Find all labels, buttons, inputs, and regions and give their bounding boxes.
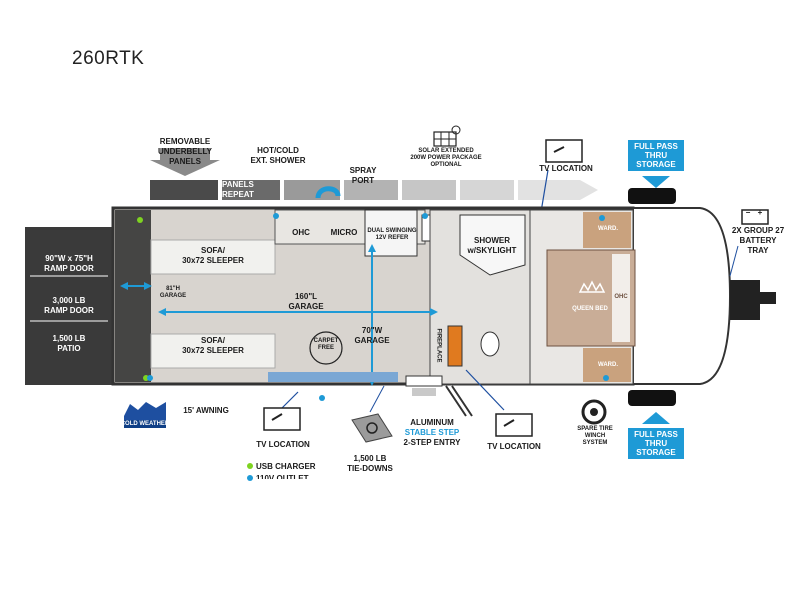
label-panels-repeat: PANELS REPEAT	[222, 180, 254, 199]
toilet	[480, 331, 500, 357]
fireplace-box	[447, 325, 463, 367]
label-garage-height: 81"H GARAGE	[159, 286, 187, 299]
wheel-bottom	[628, 390, 676, 406]
tie-down-icon	[351, 413, 393, 443]
label-full-pass-bottom: FULL PASS THRU STORAGE	[628, 428, 684, 459]
label-solar: SOLAR EXTENDED 200W POWER PACKAGE OPTION…	[410, 148, 482, 168]
label-full-pass-top: FULL PASS THRU STORAGE	[628, 140, 684, 171]
label-tie-downs: 1,500 LB TIE-DOWNS	[347, 454, 393, 473]
label-awning: 15' AWNING	[183, 406, 229, 415]
label-ramp-door-size: 90"W x 75"H RAMP DOOR	[44, 254, 94, 273]
tv-icon-right	[495, 413, 533, 437]
full-pass-arrow-down	[642, 176, 670, 188]
ramp-door	[25, 227, 113, 385]
battery-plus: +	[757, 208, 763, 217]
label-entry: 2-STEP ENTRY	[403, 438, 461, 447]
label-ohc-bed: OHC	[614, 294, 628, 300]
battery-minus: −	[745, 208, 751, 217]
carpet-free-badge	[309, 331, 343, 365]
model-title: 260RTK	[72, 48, 145, 69]
label-shower: SHOWER w/SKYLIGHT	[467, 236, 517, 255]
trailer-nose	[632, 207, 732, 385]
label-fireplace: FIREPLACE	[435, 328, 442, 363]
label-spare-tire: SPARE TIRE WINCH SYSTEM	[577, 426, 613, 446]
awning	[268, 372, 398, 382]
legend-outlet-dot	[247, 475, 253, 481]
legend-usb-dot	[247, 463, 253, 469]
label-ramp-door-weight: 3,000 LB RAMP DOOR	[44, 296, 94, 315]
hitch	[730, 280, 760, 320]
tv-icon-left	[263, 407, 301, 431]
label-hot-cold-shower: HOT/COLD EXT. SHOWER	[250, 146, 306, 165]
label-queen-bed: QUEEN BED	[572, 306, 608, 312]
label-ohc: OHC	[292, 228, 310, 237]
label-garage-width: 70"W GARAGE	[354, 326, 390, 345]
solar-panel-icon	[433, 125, 461, 147]
label-aluminum: ALUMINUM	[410, 418, 454, 427]
label-patio: 1,500 LB PATIO	[52, 334, 86, 353]
underbelly-panels	[150, 180, 598, 200]
label-carpet-free: CARPET FREE	[313, 338, 339, 351]
legend-outlet-label: 110V OUTLET	[256, 474, 309, 479]
label-removable-panels: REMOVABLE UNDERBELLY PANELS	[158, 137, 212, 166]
label-spray-port: SPRAY PORT	[349, 166, 377, 185]
label-sofa-bottom: SOFA/ 30x72 SLEEPER	[182, 336, 244, 355]
label-tv-location-left: TV LOCATION	[256, 440, 310, 449]
sofa-top	[150, 239, 276, 275]
label-tv-location-top: TV LOCATION	[539, 164, 593, 173]
cold-weather-badge	[124, 402, 166, 428]
label-stable-step: STABLE STEP	[404, 428, 460, 437]
full-pass-arrow-up	[642, 412, 670, 424]
label-tv-location-right: TV LOCATION	[487, 442, 541, 451]
label-cold-weather: COLD WEATHER	[120, 421, 170, 427]
label-wardrobe-bottom: WARD.	[598, 362, 618, 368]
panels-arrow-icon	[150, 148, 220, 176]
label-wardrobe-top: WARD.	[598, 226, 618, 232]
label-refer: DUAL SWINGING 12V REFER	[367, 228, 417, 241]
label-micro: MICRO	[330, 228, 358, 237]
crown-icon	[578, 280, 606, 293]
shower-stall	[459, 214, 526, 276]
label-battery: 2X GROUP 27 BATTERY TRAY	[731, 226, 785, 255]
hose-icon	[315, 186, 341, 199]
wardrobe-top-box	[583, 212, 631, 248]
battery-icon	[741, 209, 769, 225]
label-garage-length: 160"L GARAGE	[288, 292, 324, 311]
wheel-top	[628, 188, 676, 204]
legend-usb-label: USB CHARGER	[256, 462, 316, 471]
tv-icon-top	[545, 139, 583, 163]
sofa-bottom	[150, 333, 276, 369]
label-sofa-top: SOFA/ 30x72 SLEEPER	[182, 246, 244, 265]
